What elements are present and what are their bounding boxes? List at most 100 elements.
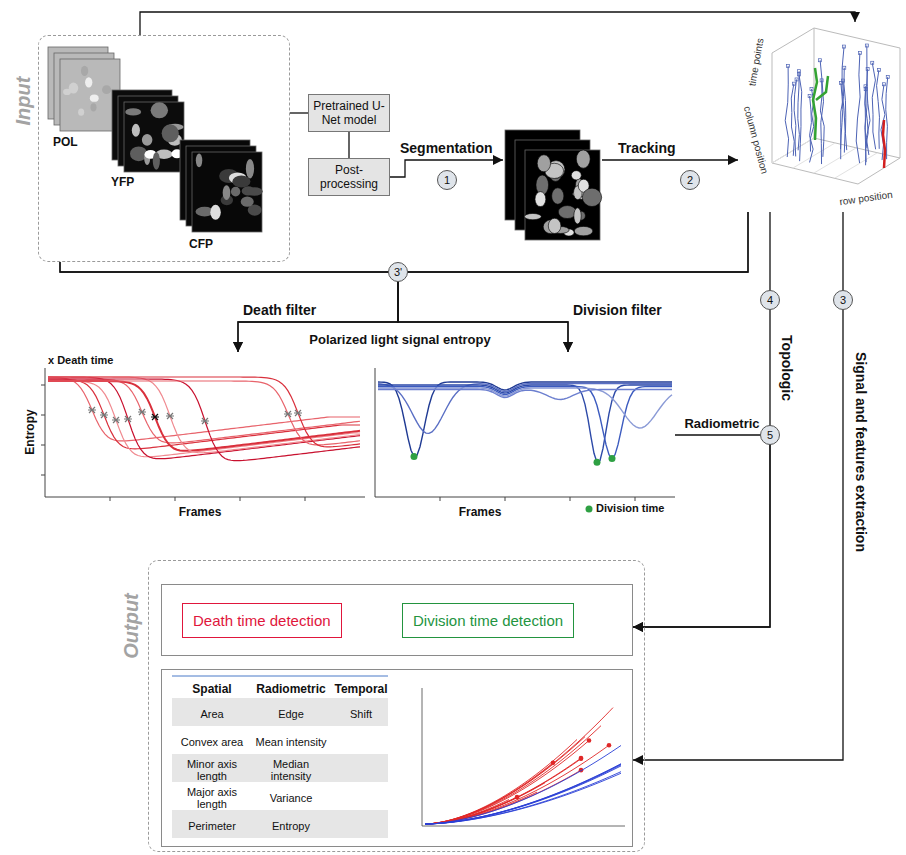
channel-label: YFP: [111, 175, 134, 189]
highlight-track: [813, 68, 828, 140]
cell-track: [865, 89, 868, 162]
death-marker: [138, 409, 146, 415]
growth-curve: [425, 783, 545, 824]
cell-track: [785, 66, 788, 157]
highlight-track: [883, 120, 885, 168]
callout-number: 2: [680, 170, 700, 190]
track-marker: [865, 44, 868, 47]
chart-axis: [45, 368, 365, 497]
division-dot: [609, 455, 616, 462]
cell-blob: [552, 188, 564, 204]
cell-blob: [548, 218, 561, 233]
table-cell: Area: [174, 700, 250, 728]
panel-heading: Input: [12, 77, 35, 126]
axis-tick: [41, 385, 45, 386]
cell-blob: [210, 205, 220, 220]
cell-blob: [576, 150, 590, 168]
entropy-curve: [48, 377, 360, 447]
growth-curve: [425, 765, 621, 824]
chart-legend: x Death time: [48, 354, 113, 366]
axis-tick: [110, 497, 111, 501]
entropy-curve: [48, 379, 360, 461]
entropy-curve: [378, 387, 672, 459]
chart-legend: Division time: [596, 502, 664, 514]
legend-dot: [586, 506, 593, 513]
cell-blob: [90, 103, 96, 111]
growth-curve: [425, 773, 621, 824]
table-cell: Variance: [252, 784, 330, 812]
box-label: Post-processing: [309, 159, 389, 195]
track-marker: [877, 68, 880, 71]
input-panel: InputPOLYFPCFP: [38, 35, 290, 262]
cell-track: [872, 63, 875, 150]
plot-edge: [900, 48, 901, 158]
cell-blob: [535, 192, 546, 207]
connector: [633, 212, 843, 760]
connector: [398, 212, 748, 352]
table-cell: Perimeter: [174, 812, 250, 840]
death-marker: [112, 417, 120, 423]
cell-blob: [537, 155, 550, 172]
axis-tick: [440, 497, 441, 501]
image-stack: POL: [47, 46, 127, 152]
death-marker: [124, 416, 132, 422]
track-marker: [792, 82, 795, 85]
entropy-curve: [378, 384, 672, 434]
cell-blob: [132, 124, 140, 137]
cell-blob: [232, 175, 250, 187]
death-marker: [294, 410, 302, 416]
step-label: Tracking: [618, 140, 676, 156]
callout-number: 1: [437, 170, 457, 190]
plot-floor: [772, 138, 900, 184]
cell-blob: [85, 77, 92, 87]
entropy-curve: [48, 377, 360, 453]
death-marker: [201, 418, 209, 424]
cell-track: [856, 53, 860, 163]
process-box: Pretrained U-Net model: [308, 94, 390, 132]
image-frame: [60, 59, 120, 131]
cell-blob: [78, 109, 84, 116]
callout-number: 5: [760, 425, 780, 445]
axis-label: Frames: [459, 505, 502, 519]
table-cell: Minor axis length: [174, 756, 250, 784]
growth-curve: [425, 759, 581, 824]
box-label: Pretrained U-Net model: [309, 95, 389, 131]
cell-track: [799, 74, 802, 161]
cell-blob: [574, 208, 581, 224]
output-panel: OutputDeath time detectionDivision time …: [148, 560, 645, 852]
connector: [290, 112, 308, 113]
entropy-curve: [48, 379, 360, 449]
edge-label: Topologic: [779, 333, 795, 403]
cell-blob: [153, 152, 160, 170]
end-dot: [579, 757, 584, 762]
cell-track: [886, 77, 888, 159]
axis-tick: [570, 497, 571, 501]
cell-track: [798, 71, 800, 150]
process-box: Post-processing: [308, 158, 390, 196]
plot-edge: [814, 28, 815, 138]
table-header: Radiometric: [252, 678, 330, 700]
plot-edge: [772, 53, 773, 163]
end-dot: [587, 738, 592, 743]
cell-blob: [81, 66, 88, 76]
table-rule: [172, 676, 388, 677]
connector: [348, 132, 349, 158]
chart-axis: [375, 368, 675, 497]
step-label: Segmentation: [400, 140, 493, 156]
panel-heading: Output: [120, 593, 143, 659]
flow-arrow: [602, 159, 738, 160]
detection-label: Death time detection: [182, 603, 342, 638]
entropy-curve: [378, 382, 672, 457]
growth-curve: [425, 764, 621, 824]
cell-blob: [223, 185, 231, 200]
track-marker: [787, 64, 790, 67]
track-plot: time pointscolumn positionrow position: [742, 22, 902, 212]
track-marker: [883, 83, 886, 86]
death-marker: [100, 412, 108, 418]
track-marker: [864, 88, 867, 91]
growth-curve: [425, 772, 621, 824]
axis-tick: [41, 415, 45, 416]
axis-tick: [305, 497, 306, 501]
growth-curve: [425, 766, 621, 824]
